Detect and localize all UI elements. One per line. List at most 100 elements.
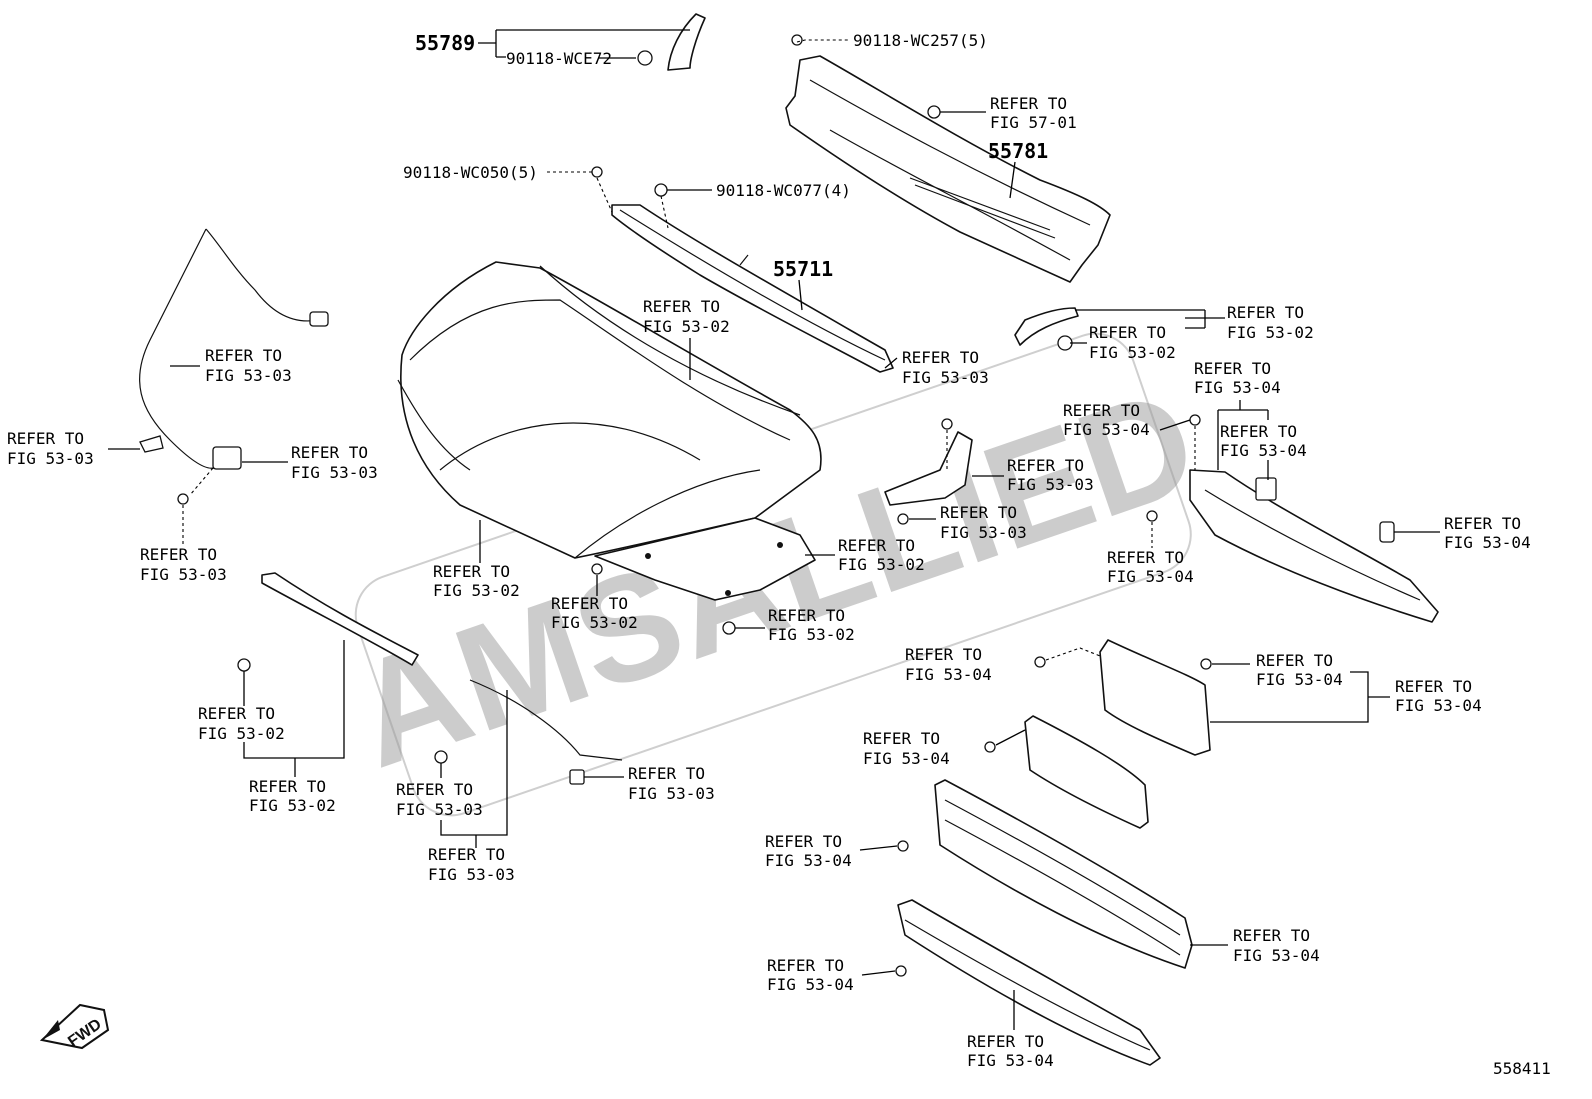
refer-53-03-rod: REFER TO FIG 53-03 [428,845,515,884]
refer-53-02-insulator: REFER TO FIG 53-02 [838,536,925,574]
refer-53-02-clip-insul2: REFER TO FIG 53-02 [768,606,855,644]
refer-53-02-hood: REFER TO FIG 53-02 [433,562,520,600]
svg-text:REFER TO: REFER TO [1227,303,1304,322]
fastener-clip-cable [139,435,164,453]
fastener-clip-wc257 [791,34,803,46]
refer-53-02-hood-top: REFER TO FIG 53-02 [643,297,730,336]
refer-57-01: REFER TO FIG 57-01 [990,94,1077,132]
svg-text:REFER TO: REFER TO [838,536,915,555]
refer-53-04-reinf-bolt: REFER TO FIG 53-04 [767,956,854,994]
part-number-55711: 55711 [773,257,833,281]
svg-text:FIG 53-02: FIG 53-02 [643,317,730,336]
svg-text:REFER TO: REFER TO [902,348,979,367]
svg-text:FIG 53-04: FIG 53-04 [1233,946,1320,965]
fastener-bolt-support2 [1146,510,1158,522]
fastener-cushion [1379,521,1395,543]
release-cable [139,228,329,469]
fastener-bolt-reinf [895,965,907,977]
svg-text:FIG 53-04: FIG 53-04 [1107,567,1194,586]
refer-53-04-support-top: REFER TO FIG 53-04 [1194,359,1281,397]
svg-text:REFER TO: REFER TO [1007,456,1084,475]
fastener-holder-rod [569,769,585,785]
svg-text:REFER TO: REFER TO [767,956,844,975]
radiator-support-upper [1189,469,1439,623]
svg-text:FIG 53-03: FIG 53-03 [940,523,1027,542]
fastener-bolt-left [177,493,189,505]
figure-number: 558411 [1493,1059,1551,1078]
refer-53-03-clip-left: REFER TO FIG 53-03 [7,429,94,468]
fastener-clip-def3 [984,741,996,753]
hood-hinge [884,431,973,506]
hood-insulator [594,517,816,601]
svg-text:FIG 53-04: FIG 53-04 [905,665,992,684]
svg-text:REFER TO: REFER TO [940,503,1017,522]
fastener-clip-grille [897,840,909,852]
svg-text:FIG 53-04: FIG 53-04 [1256,670,1343,689]
svg-text:FIG 53-04: FIG 53-04 [967,1051,1054,1070]
fastener-clip-def1 [1034,656,1046,668]
svg-text:FIG 53-02: FIG 53-02 [1227,323,1314,342]
air-deflector-upper [1099,639,1211,756]
svg-text:FIG 53-03: FIG 53-03 [291,463,378,482]
svg-text:REFER TO: REFER TO [1233,926,1310,945]
callout-90118-wc257: 90118-WC257(5) [853,31,988,50]
svg-text:REFER TO: REFER TO [1194,359,1271,378]
hood-seal-strip [261,572,419,666]
svg-text:REFER TO: REFER TO [7,429,84,448]
svg-text:REFER TO: REFER TO [1256,651,1333,670]
air-deflector-lower [1024,715,1149,829]
svg-text:FIG 53-04: FIG 53-04 [1395,696,1482,715]
refer-53-04-grille-right: REFER TO FIG 53-04 [1233,926,1320,965]
svg-text:REFER TO: REFER TO [990,94,1067,113]
refer-53-03-cable: REFER TO FIG 53-03 [205,346,292,385]
refer-53-03-rod-holder: REFER TO FIG 53-03 [628,764,715,803]
svg-text:FIG 53-04: FIG 53-04 [1444,533,1531,552]
svg-text:REFER TO: REFER TO [249,777,326,796]
labels: 55789 55781 55711 90118-WCE72 90118-WC25… [7,31,1551,1078]
svg-text:FIG 53-03: FIG 53-03 [428,865,515,884]
refer-53-02-clip-right: REFER TO FIG 53-02 [1089,323,1176,362]
leader-lines [108,29,1440,1030]
svg-text:REFER TO: REFER TO [905,645,982,664]
svg-text:FIG 53-03: FIG 53-03 [7,449,94,468]
refer-53-04-reinf: REFER TO FIG 53-04 [967,1032,1054,1070]
refer-53-02-seal-clip: REFER TO FIG 53-02 [198,704,285,743]
svg-text:FIG 53-04: FIG 53-04 [1220,441,1307,460]
fastener-clip-insul1 [591,563,603,575]
fastener-clip-hinge [897,513,909,525]
fastener-clip-def2 [1200,658,1212,670]
svg-text:REFER TO: REFER TO [1395,677,1472,696]
refer-53-03-lock: REFER TO FIG 53-03 [291,443,378,482]
fastener-clip-insul2 [722,621,736,635]
svg-text:REFER TO: REFER TO [1220,422,1297,441]
svg-text:FIG 53-02: FIG 53-02 [198,724,285,743]
svg-text:REFER TO: REFER TO [551,594,628,613]
refer-53-03-rod-clip: REFER TO FIG 53-03 [396,780,483,819]
refer-53-03-ventilator: REFER TO FIG 53-03 [902,348,989,387]
svg-text:FIG 53-04: FIG 53-04 [863,749,950,768]
refer-53-04-deflector: REFER TO FIG 53-04 [1395,677,1482,715]
callout-90118-wc077: 90118-WC077(4) [716,181,851,200]
svg-text:FIG 53-02: FIG 53-02 [838,555,925,574]
cowl-ventilator [611,204,894,373]
svg-text:FIG 53-02: FIG 53-02 [1089,343,1176,362]
cowl-louver [785,55,1111,283]
svg-text:FIG 53-02: FIG 53-02 [249,796,336,815]
refer-53-02-seal: REFER TO FIG 53-02 [249,777,336,815]
fwd-arrow-icon: FWD [39,1003,110,1051]
lower-grille [934,779,1193,969]
svg-text:FIG 53-03: FIG 53-03 [140,565,227,584]
fastener-clip-530 [1057,335,1073,351]
refer-53-04-cushion: REFER TO FIG 53-04 [1444,514,1531,552]
svg-text:REFER TO: REFER TO [396,780,473,799]
svg-text:REFER TO: REFER TO [768,606,845,625]
svg-text:REFER TO: REFER TO [628,764,705,783]
svg-text:REFER TO: REFER TO [1107,548,1184,567]
svg-text:REFER TO: REFER TO [1444,514,1521,533]
svg-text:REFER TO: REFER TO [198,704,275,723]
svg-text:FIG 53-03: FIG 53-03 [396,800,483,819]
fastener-clip-seal [237,658,251,672]
svg-text:FIG 53-03: FIG 53-03 [205,366,292,385]
svg-text:REFER TO: REFER TO [140,545,217,564]
